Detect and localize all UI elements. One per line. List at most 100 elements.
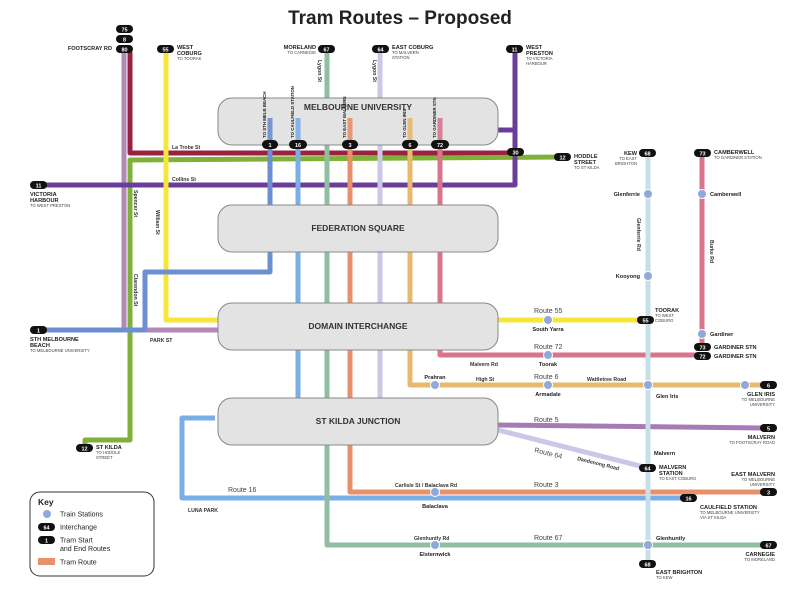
svg-text:64: 64 — [43, 525, 50, 531]
terminus-malvern-station[interactable]: 64 MALVERN STATION TO EAST COBURG — [639, 464, 696, 481]
hub-melbourne-university[interactable]: MELBOURNE UNIVERSITY — [217, 97, 499, 146]
svg-text:UNIVERSITY: UNIVERSITY — [750, 402, 775, 407]
terminus-victoria-harbour[interactable]: 11 VICTORIA HARBOUR TO WEST PRESTON — [30, 181, 70, 208]
terminus-west-coburg[interactable]: 55 WEST COBURG TO TOORAK — [157, 45, 202, 61]
svg-text:5: 5 — [767, 426, 770, 432]
svg-text:TO EAST COBURG: TO EAST COBURG — [659, 476, 696, 481]
badge-route-6[interactable]: 6 — [402, 140, 418, 149]
route-3-line — [347, 145, 768, 495]
svg-text:BRIGHTON: BRIGHTON — [615, 161, 637, 166]
route-label-64: Route 64 — [534, 447, 563, 461]
terminus-malvern[interactable]: 5 MALVERN TO FOOTSCRAY ROAD — [729, 424, 777, 445]
hub-domain-interchange[interactable]: DOMAIN INTERCHANGE — [217, 302, 499, 351]
route-label-72: Route 72 — [534, 344, 563, 351]
route-5-line — [497, 422, 769, 431]
terminus-west-preston[interactable]: 11 WEST PRESTON TO VICTORIA HARBOUR — [506, 45, 553, 66]
terminus-st-kilda[interactable]: 12 ST KILDA TO HODDLE STREET — [76, 444, 122, 460]
svg-text:TO KEW: TO KEW — [656, 575, 672, 580]
svg-text:3: 3 — [348, 143, 351, 149]
svg-text:TO WEST PRESTON: TO WEST PRESTON — [30, 203, 70, 208]
hub-st-kilda-junction[interactable]: ST KILDA JUNCTION — [217, 397, 499, 446]
key-station-icon — [43, 510, 51, 518]
key-tram-route-swatch — [38, 558, 55, 565]
svg-text:GARDINER STN: GARDINER STN — [714, 345, 757, 351]
station-camberwell[interactable] — [697, 189, 707, 199]
terminus-camberwell[interactable]: 73 CAMBERWELL TO GARDINER STATION — [694, 149, 762, 160]
svg-text:EAST COBURG: EAST COBURG — [392, 45, 433, 51]
terminus-toorak[interactable]: TOORAK TO WEST COBURG 55 — [637, 308, 679, 324]
svg-text:TOORAK: TOORAK — [655, 308, 679, 314]
terminus-gardiner-stn-73[interactable]: 73 GARDINER STN — [694, 343, 757, 351]
street-la-trobe: La Trobe St — [172, 145, 201, 151]
station-label: Armadale — [535, 392, 561, 398]
terminus-east-malvern[interactable]: EAST MALVERN TO MELBOURNE UNIVERSITY 3 — [731, 472, 777, 496]
station-elsternwick[interactable] — [430, 540, 440, 550]
terminus-glen-iris[interactable]: 6 GLEN IRIS TO MELBOURNE UNIVERSITY — [742, 381, 777, 407]
badge-route-1[interactable]: 1 — [262, 140, 278, 149]
terminus-kew[interactable]: KEW TO EAST BRIGHTON 68 — [615, 149, 656, 166]
street-spencer: Spencer St — [132, 190, 138, 217]
station-label: Prahran — [424, 375, 446, 381]
svg-text:12: 12 — [559, 155, 565, 161]
station-kooyong[interactable] — [643, 271, 653, 281]
terminus-sth-melbourne-beach[interactable]: 1 STH MELBOURNE BEACH TO MELBOURNE UNIVE… — [30, 326, 90, 353]
svg-text:GARDINER STN: GARDINER STN — [714, 354, 757, 360]
svg-text:80: 80 — [121, 47, 127, 53]
svg-text:CAMBERWELL: CAMBERWELL — [714, 150, 755, 156]
svg-text:VICTORIA: VICTORIA — [30, 192, 57, 198]
station-glenferrie[interactable] — [643, 189, 653, 199]
map-key: Key Train Stations 64 Interchange 1 Tram… — [29, 491, 155, 577]
svg-text:STATION: STATION — [392, 55, 410, 60]
street-carlisle: Carlisle St / Balaclava Rd — [395, 483, 457, 489]
hub-federation-square[interactable]: FEDERATION SQUARE — [217, 204, 499, 253]
svg-text:GLEN IRIS: GLEN IRIS — [747, 392, 775, 398]
svg-text:COBURG: COBURG — [177, 51, 202, 57]
route-label-6: Route 6 — [534, 374, 559, 381]
station-gardiner[interactable] — [697, 329, 707, 339]
station-label: Glenhuntly — [656, 536, 686, 542]
terminus-moreland[interactable]: MORELAND TO CARNEGIE 67 — [284, 45, 335, 55]
svg-text:11: 11 — [36, 183, 42, 189]
svg-text:55: 55 — [642, 318, 648, 324]
terminus-east-brighton[interactable]: 68 EAST BRIGHTON TO KEW — [639, 560, 702, 580]
svg-text:STH MELBOURNE: STH MELBOURNE — [30, 337, 79, 343]
terminus-hoddle-street[interactable]: 12 HODDLE STREET TO ST KILDA — [554, 153, 600, 170]
page-title: Tram Routes – Proposed — [288, 8, 512, 29]
svg-text:BEACH: BEACH — [30, 343, 50, 349]
badge-route-3[interactable]: 3 — [342, 140, 358, 149]
station-label: Camberwell — [710, 192, 742, 198]
terminus-east-coburg[interactable]: 64 EAST COBURG TO MALVERN STATION — [372, 45, 433, 60]
station-glenhuntly[interactable] — [643, 540, 653, 550]
station-prahran[interactable] — [430, 380, 440, 390]
station-glen-iris-east[interactable] — [740, 380, 750, 390]
station-glen-iris[interactable] — [643, 380, 653, 390]
terminus-caulfield-station[interactable]: 16 CAULFIELD STATION TO MELBOURNE UNIVER… — [680, 494, 760, 520]
badge-route-72[interactable]: 72 — [431, 140, 449, 149]
key-start-end: Tram Start — [60, 538, 93, 545]
svg-text:FOOTSCRAY RD: FOOTSCRAY RD — [68, 46, 112, 52]
terminus-footscray-rd[interactable]: 75 8 80 FOOTSCRAY RD — [68, 25, 133, 53]
street-clarendon: Clarendon St — [132, 274, 138, 307]
station-toorak[interactable] — [543, 350, 553, 360]
svg-text:WEST: WEST — [526, 45, 543, 51]
route-16-line — [179, 145, 688, 501]
hub-label: ST KILDA JUNCTION — [316, 416, 401, 426]
terminus-gardiner-stn-72[interactable]: 72 GARDINER STN — [694, 352, 757, 360]
station-balaclava[interactable] — [430, 487, 440, 497]
badge-dest-label: TO GLEN IRIS — [402, 109, 407, 138]
key-interchange-badge — [38, 523, 55, 531]
badge-dest-label: TO EAST MALVERN — [342, 96, 347, 138]
street-wattletree: Wattletree Road — [587, 377, 626, 383]
svg-text:73: 73 — [699, 345, 705, 351]
street-lygon: Lygon St — [316, 60, 322, 82]
svg-text:72: 72 — [699, 354, 705, 360]
route-label-3: Route 3 — [534, 482, 559, 489]
street-malvern-rd: Malvern Rd — [470, 362, 498, 368]
badge-route-16[interactable]: 16 — [289, 140, 307, 149]
svg-text:16: 16 — [685, 496, 691, 502]
station-south-yarra[interactable] — [543, 315, 553, 325]
terminus-carnegie[interactable]: 67 CARNEGIE TO MORELAND — [744, 541, 777, 562]
badge-30[interactable]: 30 — [507, 148, 524, 156]
station-armadale[interactable] — [543, 380, 553, 390]
